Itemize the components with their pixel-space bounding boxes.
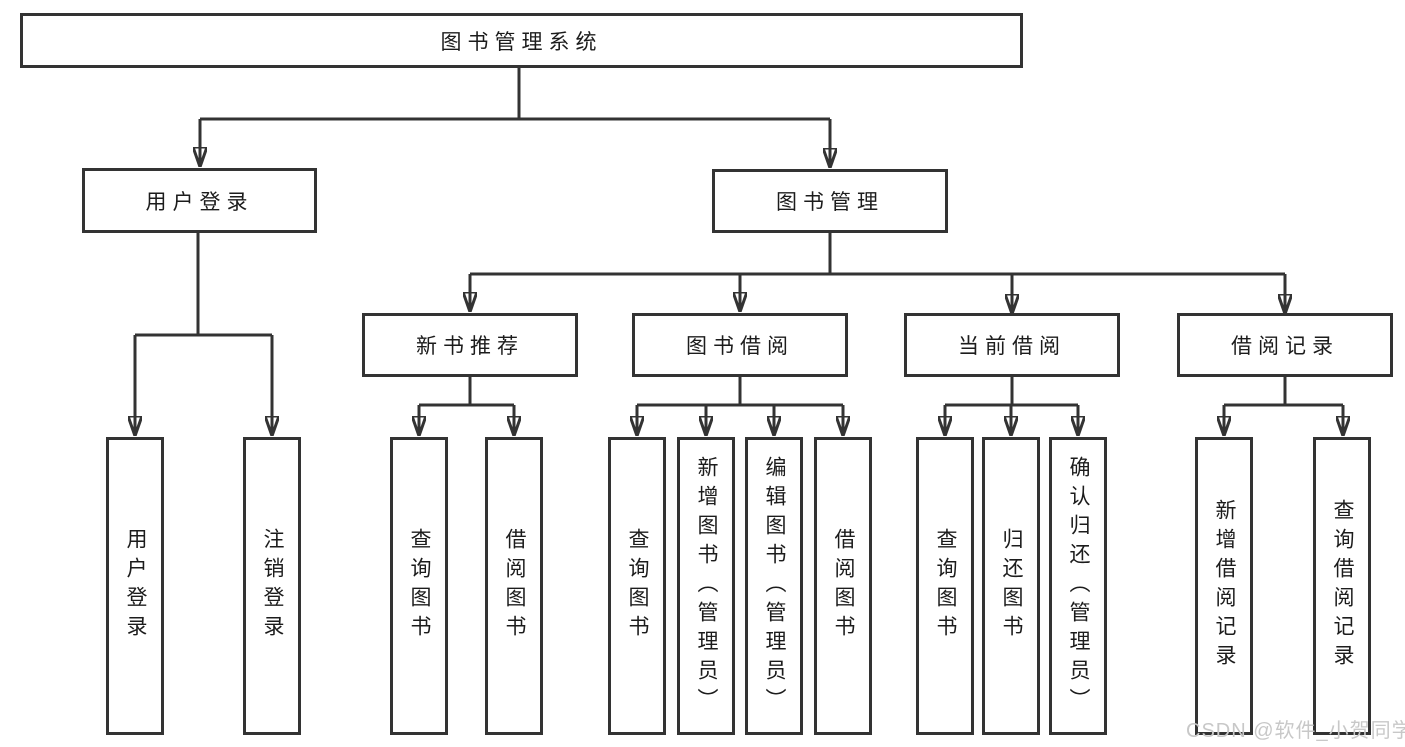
node-label: 查询图书 bbox=[408, 528, 431, 644]
node-leaf-edit-books-admin: 编辑图书（管理员） bbox=[745, 437, 803, 735]
node-leaf-query-borrow-record: 查询借阅记录 bbox=[1313, 437, 1371, 735]
node-leaf-borrow-books: 借阅图书 bbox=[814, 437, 872, 735]
node-label: 当前借阅 bbox=[958, 335, 1066, 358]
node-label: 用户登录 bbox=[145, 190, 254, 214]
node-leaf-query-books-recommend: 查询图书 bbox=[390, 437, 448, 735]
node-label: 确认归还（管理员） bbox=[1067, 455, 1090, 717]
node-leaf-user-login: 用户登录 bbox=[106, 437, 164, 735]
node-label: 归还图书 bbox=[1000, 528, 1023, 644]
node-label: 借阅记录 bbox=[1231, 335, 1339, 358]
node-current-borrowing: 当前借阅 bbox=[904, 313, 1120, 377]
node-label: 图书管理 bbox=[776, 191, 884, 214]
node-new-book-recommend: 新书推荐 bbox=[362, 313, 578, 377]
csdn-watermark: CSDN @软件_小贺同学 bbox=[1186, 720, 1405, 742]
node-label: 注销登录 bbox=[261, 528, 284, 644]
node-label: 借阅图书 bbox=[832, 528, 855, 644]
node-label: 新增图书（管理员） bbox=[695, 455, 718, 717]
node-user-login: 用户登录 bbox=[82, 168, 317, 233]
node-label: 编辑图书（管理员） bbox=[763, 455, 786, 717]
node-leaf-add-borrow-record: 新增借阅记录 bbox=[1195, 437, 1253, 735]
node-leaf-query-books-borrowing: 查询图书 bbox=[608, 437, 666, 735]
node-label: 图书借阅 bbox=[686, 335, 794, 358]
node-label: 查询图书 bbox=[934, 528, 957, 644]
node-book-borrowing: 图书借阅 bbox=[632, 313, 848, 377]
node-leaf-logout: 注销登录 bbox=[243, 437, 301, 735]
node-label: 借阅图书 bbox=[503, 528, 526, 644]
node-label: 图书管理系统 bbox=[440, 30, 603, 54]
node-label: 查询借阅记录 bbox=[1331, 499, 1354, 673]
node-leaf-confirm-return-admin: 确认归还（管理员） bbox=[1049, 437, 1107, 735]
node-library-management-system: 图书管理系统 bbox=[20, 13, 1023, 68]
node-leaf-borrow-books-recommend: 借阅图书 bbox=[485, 437, 543, 735]
node-label: 用户登录 bbox=[124, 528, 147, 644]
node-label: 新书推荐 bbox=[416, 335, 524, 358]
node-borrow-records: 借阅记录 bbox=[1177, 313, 1393, 377]
node-leaf-return-books: 归还图书 bbox=[982, 437, 1040, 735]
node-label: 新增借阅记录 bbox=[1213, 499, 1236, 673]
node-leaf-add-books-admin: 新增图书（管理员） bbox=[677, 437, 735, 735]
node-label: 查询图书 bbox=[626, 528, 649, 644]
node-leaf-query-books-current: 查询图书 bbox=[916, 437, 974, 735]
node-book-management: 图书管理 bbox=[712, 169, 948, 233]
